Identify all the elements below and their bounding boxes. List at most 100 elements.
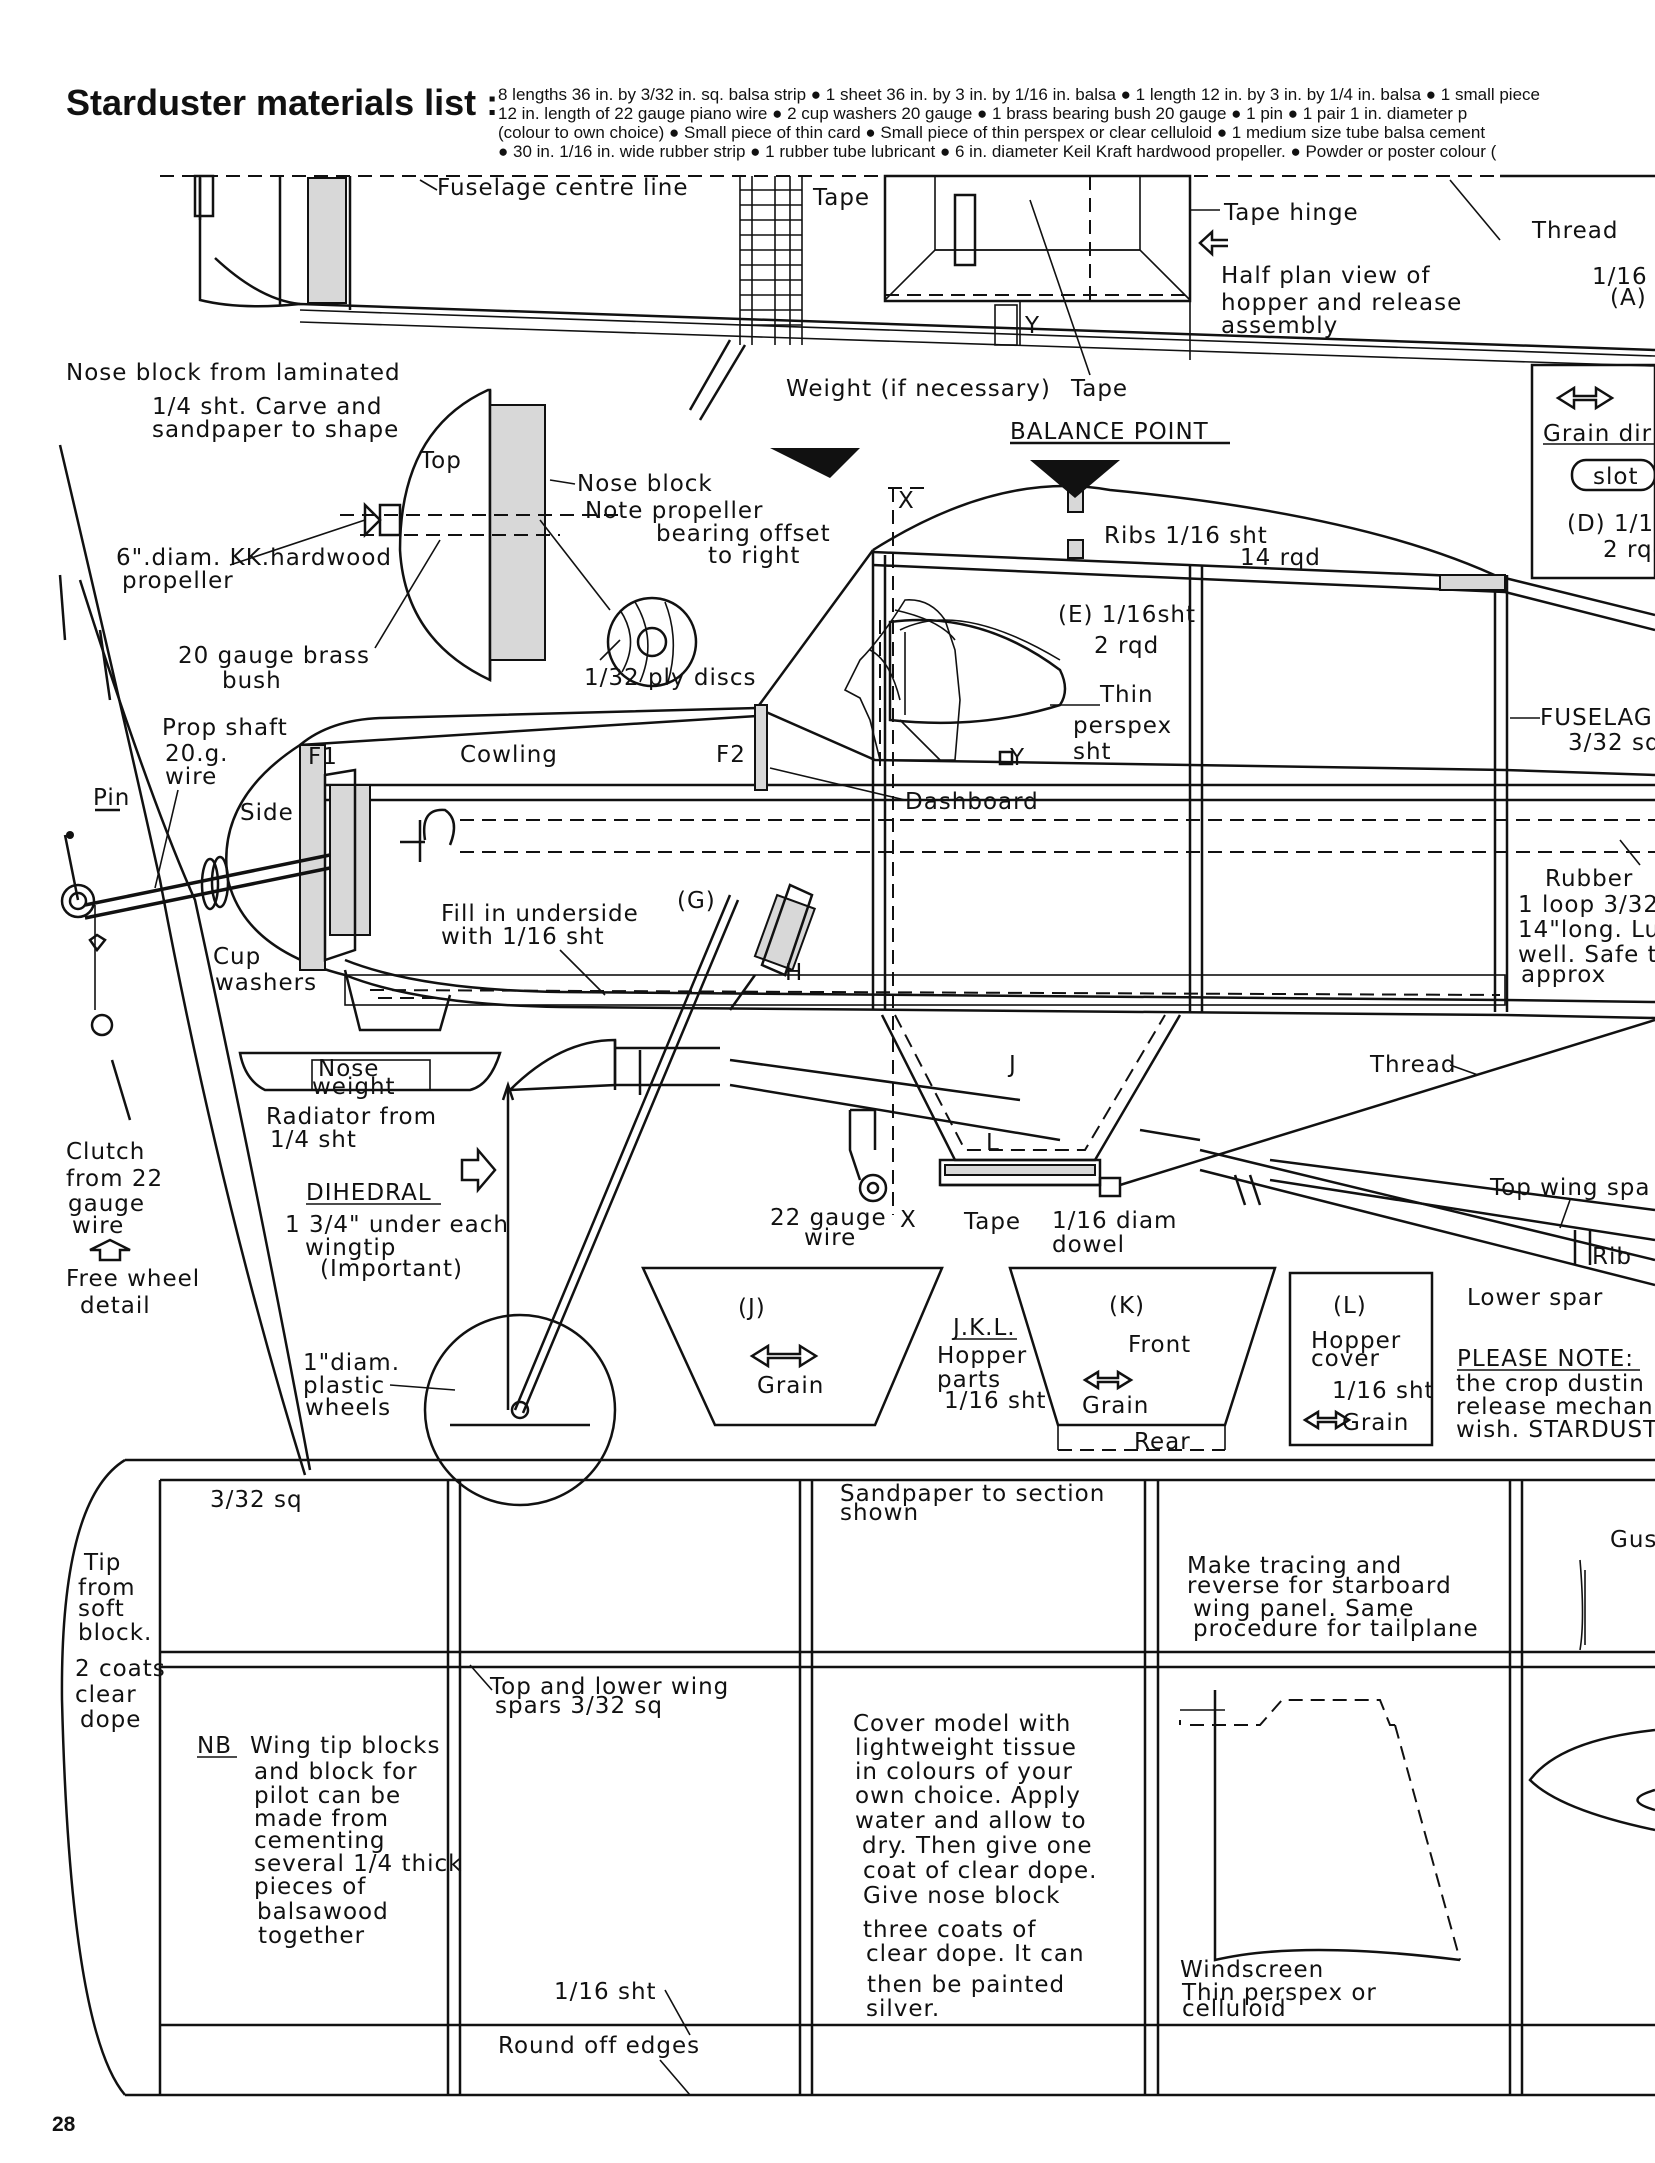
label-jkl-2: Hopper xyxy=(937,1343,1027,1369)
label-windscreen-3: celluloid xyxy=(1182,1996,1287,2022)
label-rib: Rib xyxy=(1592,1244,1632,1270)
label-e-sht-2: 2 rqd xyxy=(1094,633,1159,659)
grain-arrow-icon xyxy=(1555,385,1615,411)
label-gus: Gus xyxy=(1610,1527,1655,1553)
label-note-prop-3: to right xyxy=(708,543,800,569)
label-part-j-1: (J) xyxy=(738,1295,766,1321)
label-nose-weight-1: Nose xyxy=(318,1056,379,1082)
label-plastic-wheels-1: 1"diam. xyxy=(303,1350,400,1376)
label-d-sht-1: (D) 1/16 xyxy=(1567,511,1655,537)
label-cover-6: dry. Then give one xyxy=(862,1833,1093,1859)
label-prop-shaft-1: Prop shaft xyxy=(162,715,288,741)
label-cover-5: water and allow to xyxy=(855,1808,1087,1834)
label-tape-bottom: Tape xyxy=(963,1209,1021,1235)
label-dihedral-4: (Important) xyxy=(320,1256,463,1282)
label-free-wheel-1: Free wheel xyxy=(66,1266,200,1292)
label-tip-6: clear xyxy=(75,1682,137,1708)
label-nb-1b: Wing tip blocks xyxy=(250,1733,440,1759)
label-prop-shaft-3: wire xyxy=(165,764,217,790)
label-windscreen-1: Windscreen xyxy=(1180,1957,1324,1983)
label-part-l-3: cover xyxy=(1311,1346,1380,1372)
label-rubber-4: well. Safe t xyxy=(1518,942,1655,968)
label-tip-7: dope xyxy=(80,1707,141,1733)
label-tip-5: 2 coats xyxy=(75,1656,166,1682)
label-radiator-1: Radiator from xyxy=(266,1104,437,1130)
label-part-l-1: (L) xyxy=(1333,1293,1367,1319)
label-note-prop-2: bearing offset xyxy=(656,521,831,547)
label-note-1: PLEASE NOTE: xyxy=(1457,1346,1634,1372)
materials-line-4: ● 30 in. 1/16 in. wide rubber strip ● 1 … xyxy=(498,142,1497,161)
arrow-icon xyxy=(1198,229,1228,257)
label-fuselage-centre-line: Fuselage centre line xyxy=(437,175,689,201)
label-clutch-3: gauge xyxy=(68,1191,145,1217)
label-part-k-1: (K) xyxy=(1109,1293,1145,1319)
label-part-l-5: Grain xyxy=(1342,1410,1409,1436)
label-dowel-2: dowel xyxy=(1052,1232,1125,1258)
label-nose-block-lam-2: 1/4 sht. Carve and xyxy=(152,394,382,420)
label-nb-1: NB xyxy=(197,1733,232,1759)
label-cover-9: three coats of xyxy=(863,1917,1036,1943)
label-plastic-wheels-2: plastic xyxy=(303,1373,385,1399)
label-cover-11: then be painted xyxy=(867,1972,1065,1998)
label-dihedral-3: wingtip xyxy=(305,1235,396,1261)
wing-plan xyxy=(60,1458,1655,2097)
label-slot: slot xyxy=(1593,464,1638,490)
nose-block-detail xyxy=(340,388,698,688)
label-rubber-2: 1 loop 3/32 xyxy=(1518,892,1655,918)
label-nose-block-lam-3: sandpaper to shape xyxy=(152,417,399,443)
label-tracing-1: Make tracing and xyxy=(1187,1553,1402,1579)
balance-point-arrow-icon xyxy=(1030,460,1120,498)
label-f1: F1 xyxy=(308,744,338,770)
label-top: Top xyxy=(419,448,462,474)
label-tip-2: from xyxy=(78,1575,136,1601)
label-cup-washers-1: Cup xyxy=(213,944,261,970)
label-part-j-2: Grain xyxy=(757,1373,824,1399)
label-22gauge-2: wire xyxy=(804,1225,856,1251)
label-tape-lower: Tape xyxy=(1070,376,1128,402)
label-cover-1: Cover model with xyxy=(853,1711,1071,1737)
label-cover-3: in colours of your xyxy=(855,1759,1073,1785)
fuselage-side-view xyxy=(58,441,1655,1476)
label-dowel-1: 1/16 diam xyxy=(1052,1208,1177,1234)
label-brass-bush-2: bush xyxy=(222,668,282,694)
label-dihedral-2: 1 3/4" under each xyxy=(285,1212,509,1238)
label-windscreen-2: Thin perspex or xyxy=(1181,1980,1377,2006)
hopper-parts xyxy=(641,1266,1434,1451)
label-cover-7: coat of clear dope. xyxy=(863,1858,1097,1884)
label-balance-point: BALANCE POINT xyxy=(1010,419,1209,445)
label-plastic-wheels-3: wheels xyxy=(305,1395,391,1421)
materials-line-3: (colour to own choice) ● Small piece of … xyxy=(498,123,1485,142)
label-sq-332: 3/32 sq xyxy=(210,1487,303,1513)
label-nb-4: made from xyxy=(254,1806,389,1832)
label-f2: F2 xyxy=(716,742,746,768)
label-nb-5: cementing xyxy=(254,1828,386,1854)
label-jkl-4: 1/16 sht xyxy=(944,1388,1047,1414)
label-y-top: Y xyxy=(1024,313,1040,339)
label-sandpaper-1: Sandpaper to section xyxy=(840,1481,1105,1507)
radiator-part xyxy=(238,1051,502,1092)
label-x-bottom: X xyxy=(900,1207,917,1233)
label-top-wing-spar: Top wing spa xyxy=(1489,1175,1651,1201)
label-part-k-3: Grain xyxy=(1082,1393,1149,1419)
label-l: L xyxy=(986,1130,1000,1156)
label-free-wheel-2: detail xyxy=(80,1293,151,1319)
fuselage-plan-view xyxy=(160,174,1655,421)
label-dashboard: Dashboard xyxy=(905,789,1039,815)
label-nb-9: together xyxy=(258,1923,365,1949)
label-fill-under-2: with 1/16 sht xyxy=(441,924,605,950)
label-cover-12: silver. xyxy=(866,1996,940,2022)
page-number: 28 xyxy=(52,2113,76,2136)
small-wedge-icon xyxy=(770,448,860,478)
label-sht-a-1: 1/16 sh xyxy=(1592,264,1655,290)
label-tip-3: soft xyxy=(78,1596,125,1622)
label-tape-hinge: Tape hinge xyxy=(1223,200,1359,226)
label-ribs-2: 14 rqd xyxy=(1240,545,1321,571)
label-jkl-3: parts xyxy=(937,1367,1001,1393)
label-clutch-4: wire xyxy=(72,1213,124,1239)
label-note-2: the crop dustin xyxy=(1456,1371,1645,1397)
label-nb-7: pieces of xyxy=(254,1874,366,1900)
free-wheel-arrow-icon xyxy=(89,1238,131,1262)
label-ribs-1: Ribs 1/16 sht xyxy=(1104,523,1268,549)
label-part-k-2: Front xyxy=(1128,1332,1191,1358)
label-spars-1: Top and lower wing xyxy=(489,1674,729,1700)
